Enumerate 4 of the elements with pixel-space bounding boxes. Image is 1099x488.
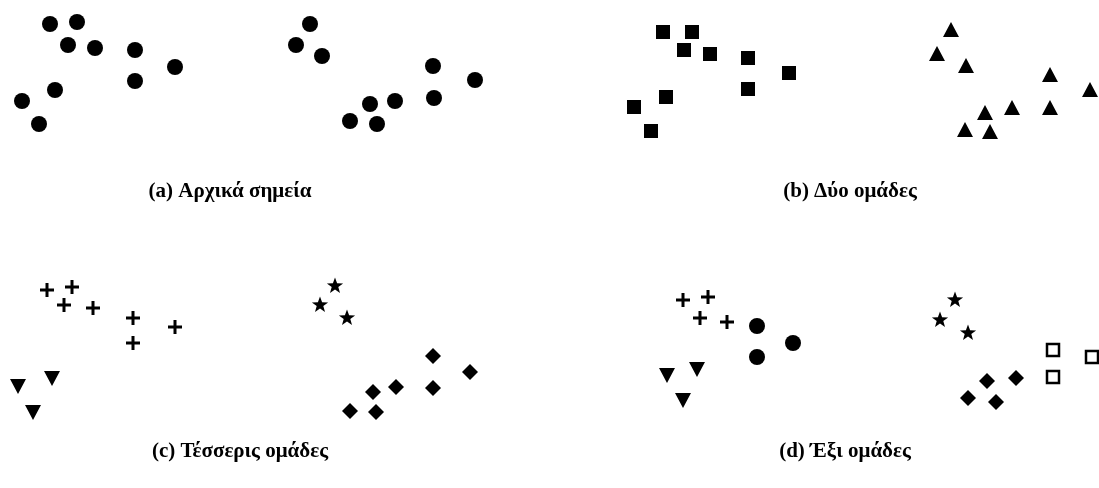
panel-caption: (d) Έξι ομάδες [779,438,911,463]
panel-caption: (a) Αρχικά σημεία [148,178,312,203]
panel-caption: (c) Τέσσερις ομάδες [151,438,329,463]
panel-caption: (b) Δύο ομάδες [783,178,917,203]
